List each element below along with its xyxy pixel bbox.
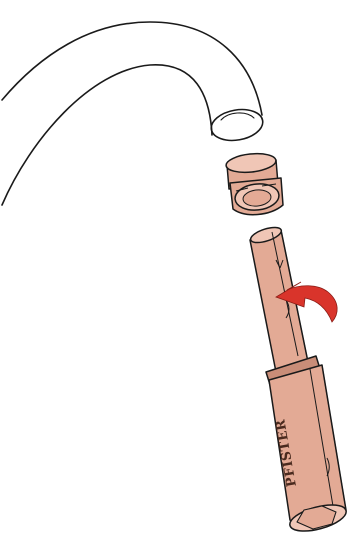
faucet-spout — [2, 22, 265, 205]
spout-opening — [209, 106, 265, 145]
aerator-cartridge — [225, 151, 283, 214]
removal-key: PFISTER — [249, 224, 349, 533]
